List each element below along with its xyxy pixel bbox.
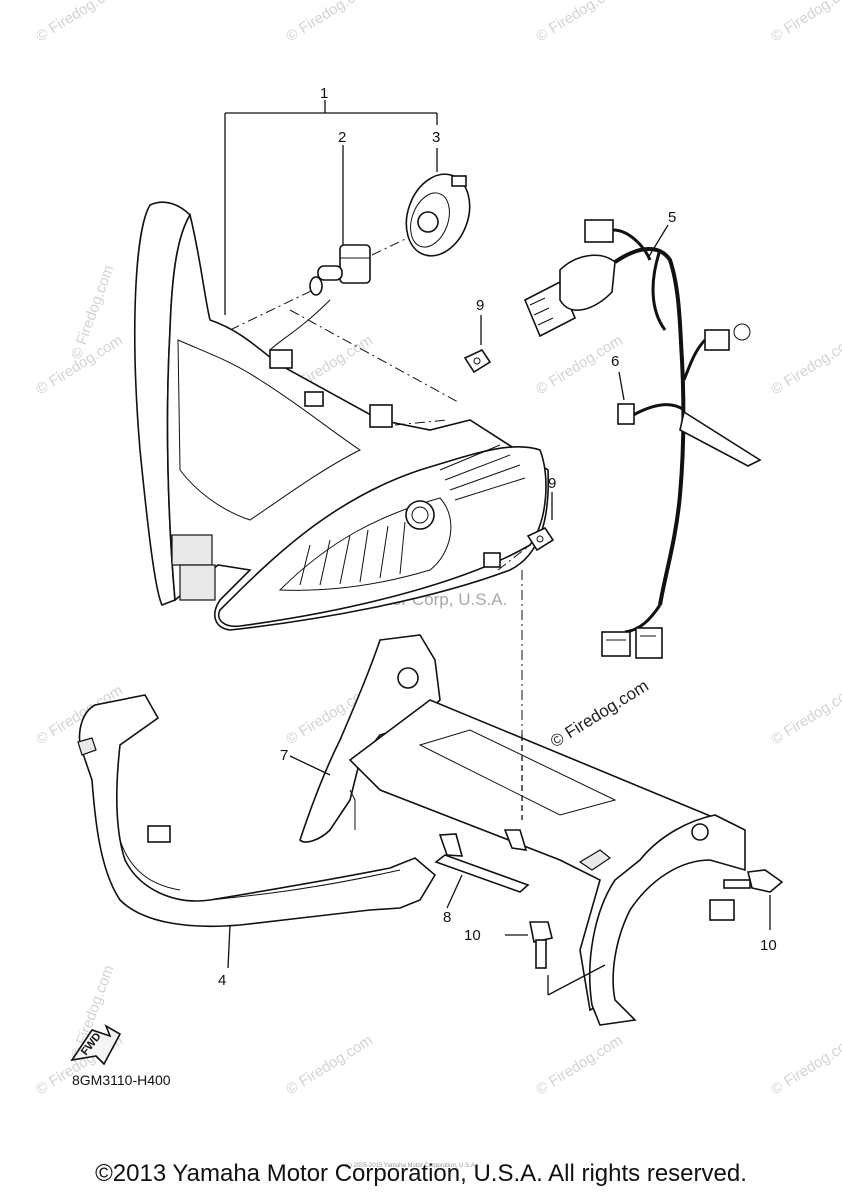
headlight-bulb: [229, 231, 421, 331]
callout-9-lower: 9: [548, 475, 556, 492]
callout-6: 6: [611, 353, 619, 370]
callout-5: 5: [668, 209, 676, 226]
callout-10-right: 10: [760, 937, 777, 954]
tiny-note: (c) 2005-2015 Yamaha Motor Corporation, …: [345, 1163, 477, 1169]
pad-strip: [434, 854, 530, 909]
fwd-arrow-icon: FWD: [70, 1024, 122, 1066]
callout-7: 7: [280, 747, 288, 764]
leader-bracket-1: [224, 100, 438, 315]
socket-cover: [405, 173, 471, 257]
bolt-right: [723, 869, 784, 930]
wire-harness: [523, 219, 762, 659]
callout-10-lower: 10: [464, 927, 481, 944]
callout-4: 4: [218, 972, 226, 989]
watermark: © Firedog.com: [533, 1032, 626, 1099]
firedog-watermark: © Firedog.com: [547, 676, 652, 751]
headlight-stay: [299, 570, 746, 1026]
clip-nut-upper: [463, 315, 492, 374]
cowl-stay: [77, 694, 437, 969]
catalog-code: 8GM3110-H400: [72, 1072, 171, 1088]
watermark: © Firedog.com: [768, 0, 842, 45]
callout-8: 8: [443, 909, 451, 926]
copyright-footer: ©2013 Yamaha Motor Corporation, U.S.A. A…: [95, 1160, 747, 1187]
callout-9-upper: 9: [476, 297, 484, 314]
watermark: © Firedog.com: [33, 0, 126, 45]
watermark: © Firedog.com: [768, 332, 842, 399]
bolt-lower: [505, 921, 606, 996]
callout-2: 2: [338, 129, 346, 146]
leader-7: [289, 755, 331, 776]
watermark: © Firedog.com: [283, 0, 376, 45]
headlight-assembly: [134, 201, 550, 631]
watermark: © Firedog.com: [283, 1032, 376, 1099]
clip-nut-lower: [497, 492, 555, 571]
watermark: © Firedog.com: [533, 0, 626, 45]
watermark: © Firedog.com: [768, 682, 842, 749]
watermark: © Firedog.com: [768, 1032, 842, 1099]
callout-1: 1: [320, 85, 328, 102]
callout-3: 3: [432, 129, 440, 146]
